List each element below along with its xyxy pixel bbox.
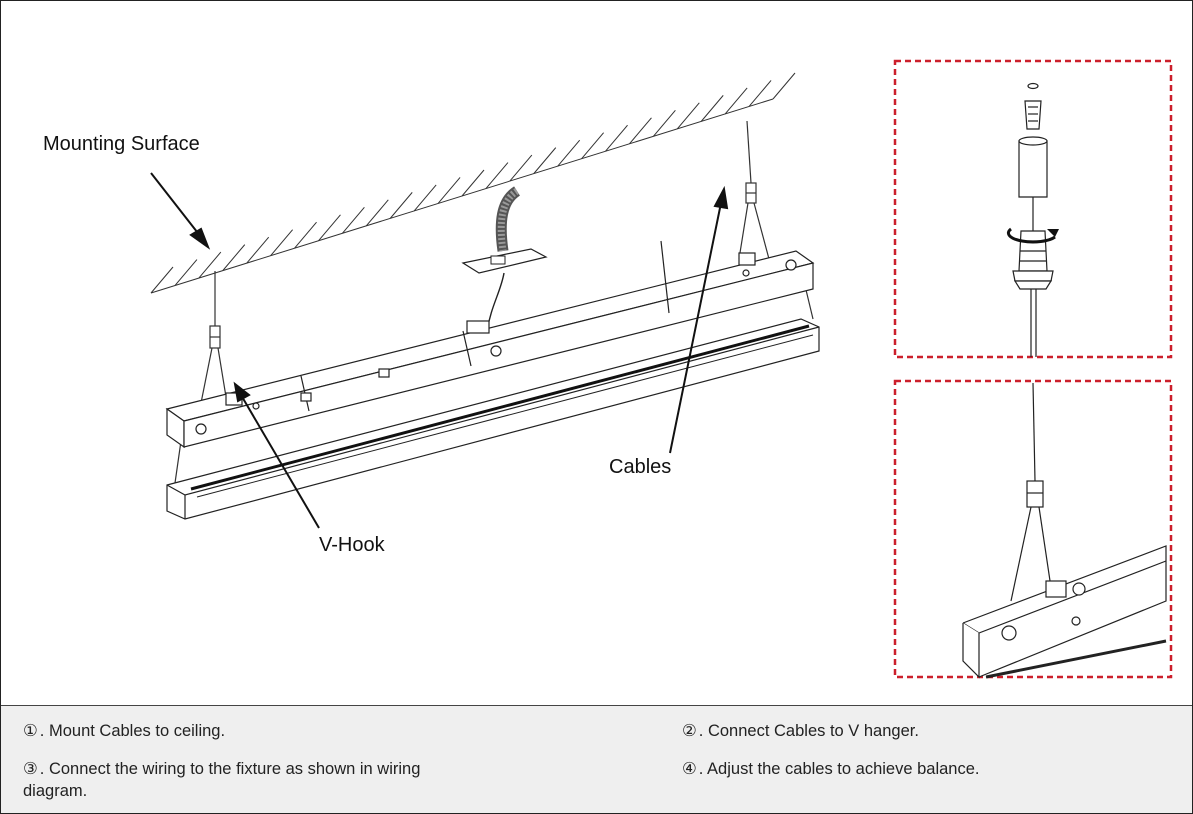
step-1-text: . Mount Cables to ceiling. [39,722,226,740]
ceiling-hatch-line [724,87,748,115]
ceiling-hatch-line [653,109,676,137]
step-3: ③. Connect the wiring to the fixture as … [23,758,483,802]
cables-label: Cables [609,456,672,478]
step-3-number: ③ [23,760,38,778]
ceiling-hatch-line [318,214,341,242]
detail-callout-gripper [893,59,1173,359]
ceiling-hatch-line [557,139,581,167]
suspension-cables [174,120,814,484]
ceiling-hatch-line [198,251,222,279]
ceiling-hatch-line [581,132,604,160]
step-2-text: . Connect Cables to V hanger. [698,722,919,740]
step-3-text: . Connect the wiring to the fixture as s… [23,760,421,800]
ceiling-hatch-line [270,229,293,257]
ceiling-hatch-line [533,147,557,174]
detail-callout-vhook [893,379,1173,679]
ceiling-hatch-line [748,80,772,107]
ceiling-hatch-line [629,117,652,145]
step-4-number: ④ [682,760,697,778]
ceiling-hatch-line [772,72,796,100]
ceiling-hatch-line [150,266,174,294]
ceiling-hatch-line [605,124,628,152]
ceiling-hatch-line [294,221,317,249]
step-4-text: . Adjust the cables to achieve balance. [698,760,980,778]
ceiling-hatch-line [222,244,246,271]
ceiling-hatch-line [461,169,485,197]
mounting-surface-label: Mounting Surface [43,133,200,155]
v-hook-label: V-Hook [319,534,385,556]
ceiling-hatch-line [342,206,365,234]
ceiling-hatch-line [389,192,413,219]
ceiling-hatch-line [676,102,700,130]
installation-diagram [150,59,1173,679]
power-conduit [461,186,548,332]
ceiling-hatch-line [246,236,270,264]
ceiling-hatch-line [174,259,198,286]
ceiling-hatch-line [509,154,533,182]
leader-arrows [150,172,729,529]
ceiling-hatch-line [437,177,461,204]
instruction-steps: ①. Mount Cables to ceiling. ②. Connect C… [1,705,1192,813]
step-2-number: ② [682,722,697,740]
ceiling-hatch-line [365,199,389,227]
ceiling-hatch-line [413,184,437,212]
light-fixture [165,240,820,520]
step-1: ①. Mount Cables to ceiling. [23,720,225,742]
mounting-surface [150,72,796,294]
ceiling-hatch-line [485,162,509,189]
ceiling-hatch-line [700,95,724,122]
step-4: ④. Adjust the cables to achieve balance. [682,758,979,780]
step-1-number: ① [23,722,38,740]
step-2: ②. Connect Cables to V hanger. [682,720,919,742]
